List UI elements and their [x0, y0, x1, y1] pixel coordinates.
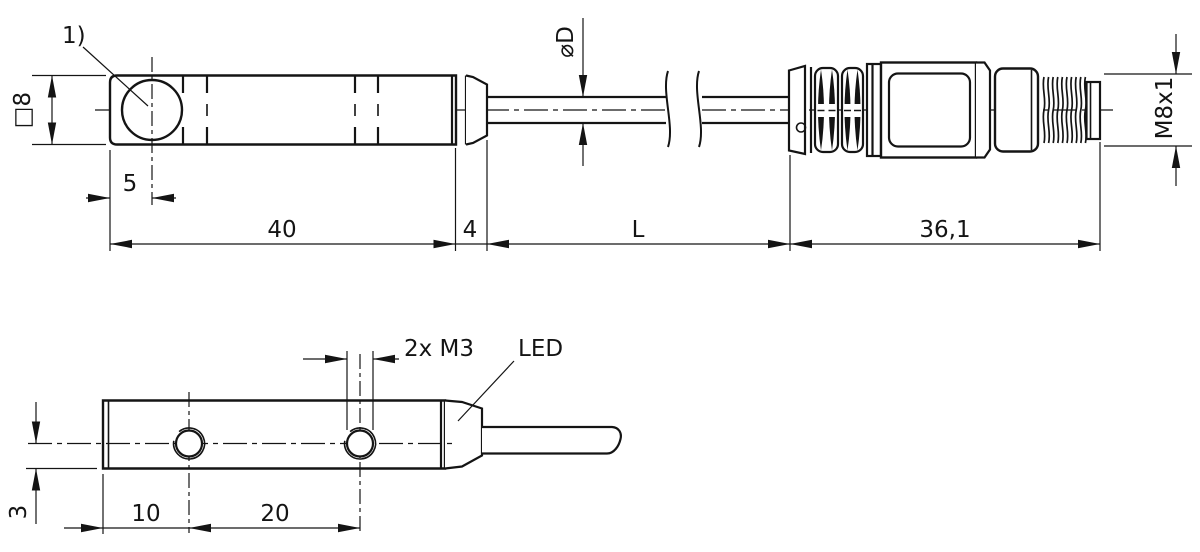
connector-thread — [1042, 76, 1087, 144]
connector-tip — [1085, 80, 1102, 141]
connector-grip-ring-2 — [840, 66, 865, 154]
dim-body-length-label: 40 — [267, 217, 296, 243]
sensor-body — [108, 74, 458, 146]
dim-cross-section: □8 — [10, 74, 106, 146]
led-leader-line — [457, 360, 515, 422]
dim-hole-axis-height-label: 3 — [6, 505, 32, 520]
connector-body-inner — [887, 72, 972, 148]
led-label-group: LED — [457, 336, 563, 422]
connector-grip-ring-1 — [813, 66, 840, 154]
dim-hole-axis-height: 3 — [6, 402, 97, 524]
dim-connector-thread: M8x1 — [1104, 34, 1192, 186]
dim-cross-section-label: □8 — [10, 92, 36, 128]
bottom-view: 2x M3 LED 3 10 20 — [6, 336, 622, 534]
connector — [787, 61, 1102, 159]
cable-break-mark-right — [695, 70, 703, 148]
dim-tip-length-label: 4 — [463, 217, 478, 243]
sensor-body-side — [101, 399, 447, 470]
boot-hole — [795, 122, 807, 133]
dim-face-offset-label: 5 — [123, 171, 138, 197]
dim-cable-diameter: ⌀D — [553, 18, 588, 166]
body-nib — [465, 74, 489, 146]
dim-hole-spacing-label: 20 — [260, 501, 289, 527]
ref-label: 1) — [62, 23, 86, 49]
dim-connector-thread-label: M8x1 — [1152, 77, 1178, 140]
connector-cap-left — [865, 62, 883, 158]
cable-stub — [482, 425, 622, 455]
dim-mounting-holes: 2x M3 — [303, 336, 474, 430]
dim-cable-length-label: L — [632, 217, 645, 243]
connector-cylinder — [993, 67, 1040, 153]
dim-connector-length-label: 36,1 — [919, 217, 970, 243]
led-label: LED — [518, 336, 563, 362]
dim-hole-offset-label: 10 — [131, 501, 160, 527]
body-nib-side — [444, 399, 484, 470]
cable-break-mark-left — [664, 70, 672, 148]
ref-leader-line — [82, 46, 149, 107]
cable — [487, 70, 789, 148]
ref-label-group: 1) — [62, 23, 149, 107]
mounting-hole-1 — [172, 427, 206, 460]
connector-body — [879, 61, 978, 159]
dim-cable-diameter-label: ⌀D — [553, 26, 579, 58]
groove-center-ticks — [206, 104, 379, 116]
dim-hole-positions: 10 20 — [64, 474, 360, 534]
groove-lines — [181, 76, 380, 144]
dim-face-offset: 5 — [86, 171, 176, 203]
top-view: 1) □8 5 40 4 L — [10, 18, 1192, 251]
connector-boot — [787, 64, 807, 156]
mounting-hole-2 — [343, 427, 377, 460]
dim-mounting-holes-label: 2x M3 — [404, 336, 474, 362]
dim-main-row: 40 4 L 36,1 — [109, 140, 1101, 251]
connector-cap-right — [976, 61, 992, 159]
